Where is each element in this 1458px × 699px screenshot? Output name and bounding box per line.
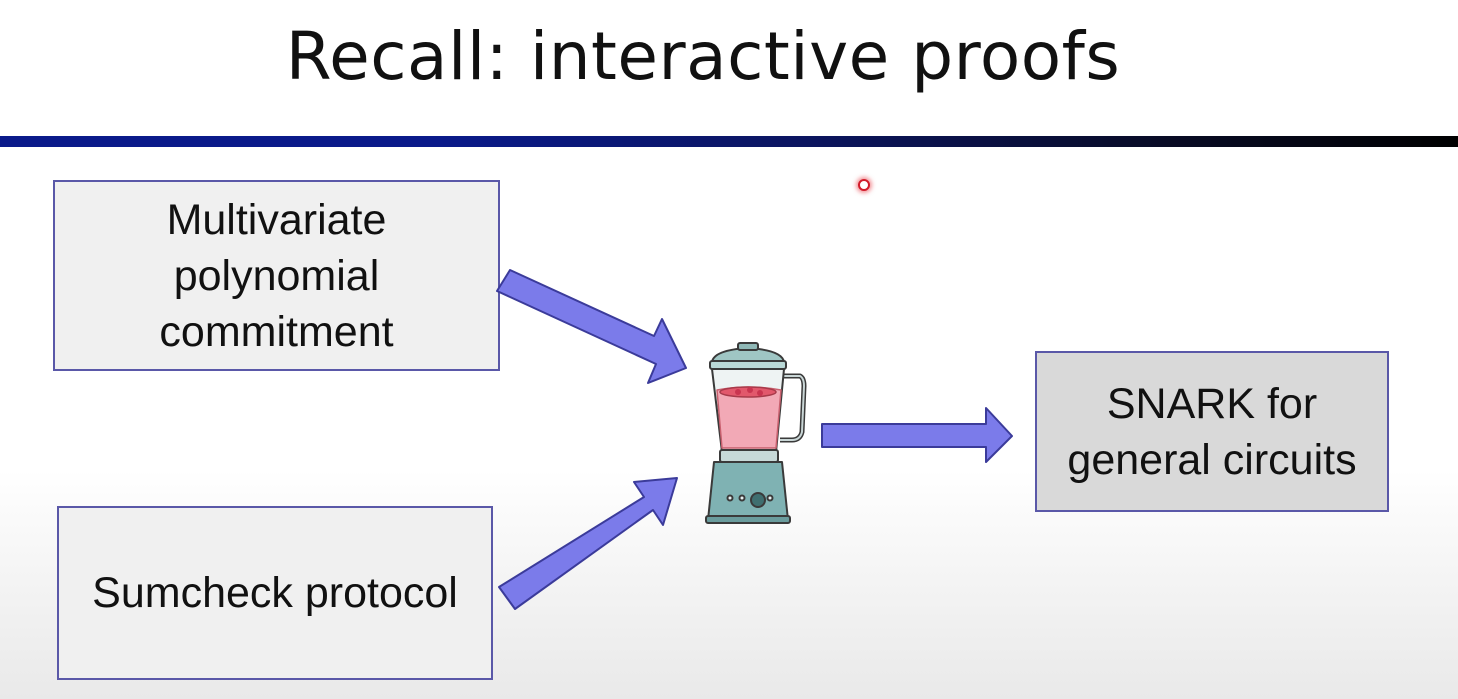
- laser-pointer-dot: [858, 179, 870, 191]
- polynomial-commitment-label: Multivariate polynomial commitment: [159, 192, 393, 360]
- title-divider: [0, 136, 1458, 147]
- snark-line-2: general circuits: [1067, 435, 1357, 484]
- arrow-right-icon: [498, 477, 678, 610]
- snark-box: SNARK for general circuits: [1035, 351, 1389, 512]
- polynomial-commitment-line-1: Multivariate: [166, 195, 387, 244]
- snark-label: SNARK for general circuits: [1067, 376, 1356, 488]
- snark-line-1: SNARK for: [1106, 379, 1318, 428]
- arrow-right-icon: [821, 407, 1013, 463]
- sumcheck-protocol-box: Sumcheck protocol: [57, 506, 493, 680]
- slide-title: Recall: interactive proofs: [285, 18, 1121, 95]
- blender-icon: [705, 342, 807, 524]
- polynomial-commitment-box: Multivariate polynomial commitment: [53, 180, 500, 371]
- arrow-right-icon: [496, 269, 687, 384]
- sumcheck-protocol-label: Sumcheck protocol: [92, 569, 458, 617]
- polynomial-commitment-line-2: polynomial: [173, 251, 380, 300]
- polynomial-commitment-line-3: commitment: [159, 307, 394, 356]
